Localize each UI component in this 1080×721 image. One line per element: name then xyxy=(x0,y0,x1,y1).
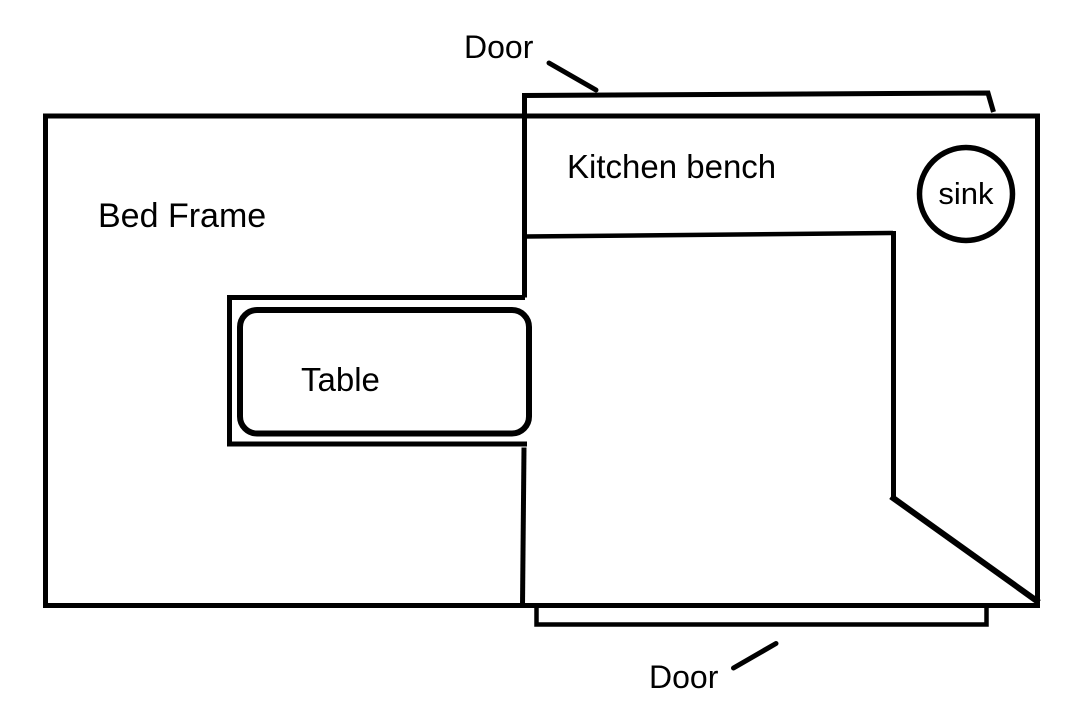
kitchen-bench-bottom-edge xyxy=(524,230,894,239)
top-door xyxy=(522,90,996,121)
bottom-door-label: Door xyxy=(649,659,719,695)
top-door-label: Door xyxy=(464,29,534,65)
sink-circle xyxy=(916,144,1016,244)
room-outline xyxy=(43,113,1040,608)
interior-divider-wall-lower xyxy=(520,447,527,607)
sink-label: sink xyxy=(938,176,994,211)
sink-area: sink xyxy=(917,145,1015,243)
table-label: Table xyxy=(301,361,380,398)
top-door-leader-line xyxy=(546,60,599,93)
table-outer-outline xyxy=(227,295,527,447)
kitchen-bench-diagonal xyxy=(889,494,1041,605)
bed-frame-label: Bed Frame xyxy=(98,197,267,235)
kitchen-bench-label: Kitchen bench xyxy=(567,148,777,185)
bottom-door xyxy=(534,606,989,627)
bottom-door-leader-line xyxy=(731,641,779,671)
table-inner-rounded-rect xyxy=(237,307,532,437)
